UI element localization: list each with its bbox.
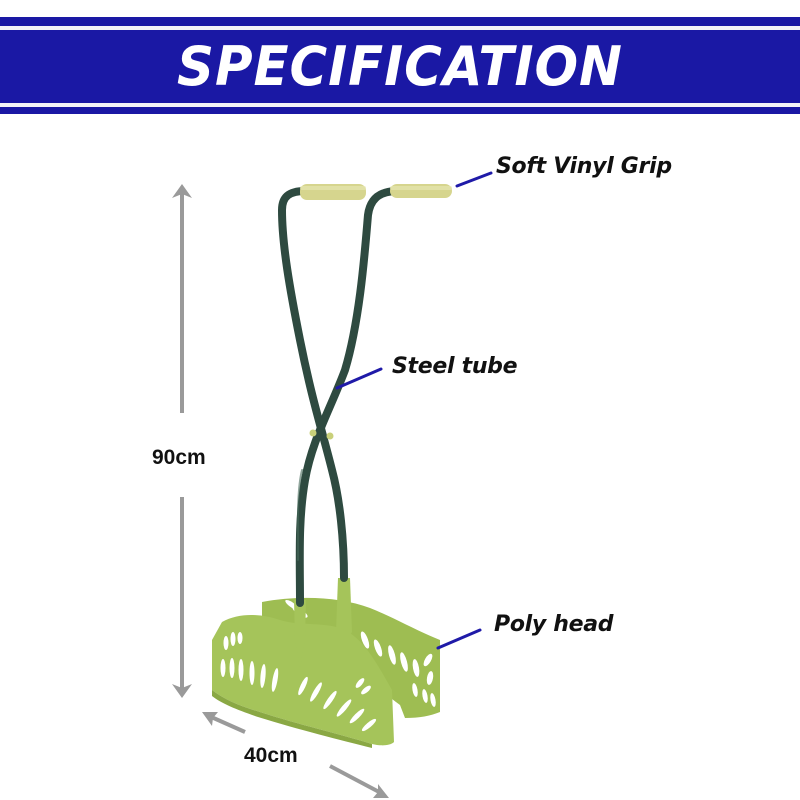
height-dimension-arrow xyxy=(172,184,192,698)
callout-pointers xyxy=(335,171,493,650)
soft-vinyl-grip xyxy=(300,184,452,200)
pivot-bolt xyxy=(309,429,334,440)
banner-bottom-rule xyxy=(0,103,800,107)
specification-banner: SPECIFICATION xyxy=(0,17,800,114)
banner-title: SPECIFICATION xyxy=(177,35,623,98)
callout-label-head: Poly head xyxy=(494,612,614,637)
head-pointer-line xyxy=(436,628,482,650)
tube-pointer-line xyxy=(335,367,383,390)
grip-pointer-line xyxy=(455,171,493,188)
callout-label-tube: Steel tube xyxy=(392,354,518,379)
height-dimension-label: 90cm xyxy=(152,446,206,469)
left-socket xyxy=(294,600,306,668)
steel-tube xyxy=(277,187,399,607)
callout-label-grip: Soft Vinyl Grip xyxy=(496,154,672,179)
width-dimension-label: 40cm xyxy=(244,744,298,767)
width-dimension-arrow xyxy=(202,712,389,798)
banner-top-rule xyxy=(0,26,800,30)
rake-head-front xyxy=(212,615,394,748)
